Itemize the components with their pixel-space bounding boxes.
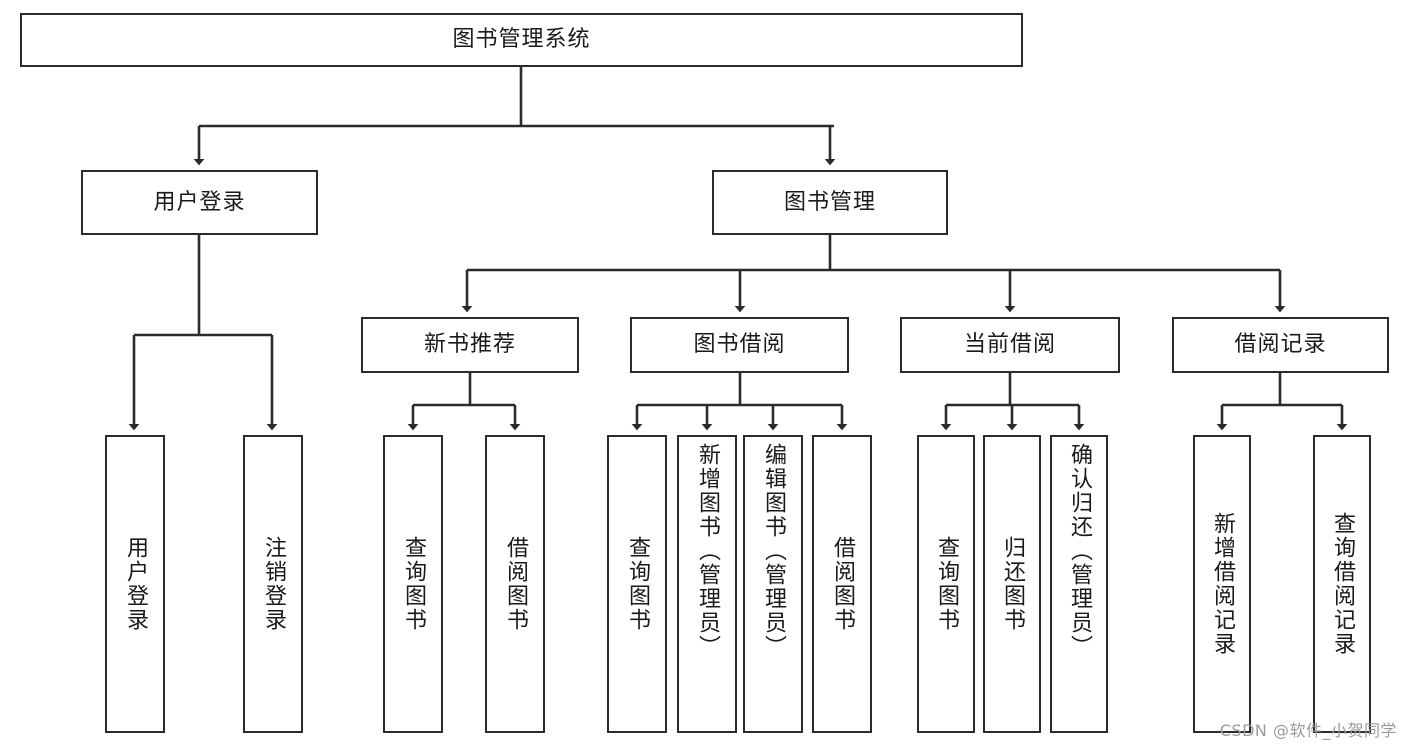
node-leaf-logout-login[interactable]: 注销登录 xyxy=(243,435,303,733)
node-leaf-borrow-book-label: 借阅图书 xyxy=(829,536,855,632)
node-leaf-add-borrow-record-label: 新增借阅记录 xyxy=(1209,512,1235,656)
edge-group-book-borrow xyxy=(631,373,848,431)
node-leaf-query-book-current-label: 查询图书 xyxy=(933,536,959,632)
edge-group-current-borrow xyxy=(940,373,1085,431)
node-book-management-label: 图书管理 xyxy=(783,189,876,215)
node-leaf-logout-login-label: 注销登录 xyxy=(260,536,286,632)
node-leaf-query-book-recommend[interactable]: 查询图书 xyxy=(383,435,443,733)
edge-group-borrow-record xyxy=(1216,373,1348,431)
node-leaf-confirm-return-admin[interactable]: 确认归还（管理员） xyxy=(1050,435,1108,733)
edge-group-root xyxy=(193,67,836,166)
node-leaf-add-borrow-record[interactable]: 新增借阅记录 xyxy=(1193,435,1251,733)
node-current-borrow[interactable]: 当前借阅 xyxy=(900,317,1120,373)
node-leaf-user-login[interactable]: 用户登录 xyxy=(105,435,165,733)
node-leaf-edit-book-admin-label: 编辑图书（管理员） xyxy=(760,443,786,659)
node-user-login[interactable]: 用户登录 xyxy=(81,170,318,235)
node-leaf-user-login-label: 用户登录 xyxy=(122,536,148,632)
node-leaf-query-book-borrow-label: 查询图书 xyxy=(624,536,650,632)
node-new-book-recommend-label: 新书推荐 xyxy=(423,332,516,357)
node-user-login-label: 用户登录 xyxy=(153,189,246,215)
node-leaf-borrow-book-recommend-label: 借阅图书 xyxy=(502,536,528,632)
node-book-management[interactable]: 图书管理 xyxy=(712,170,948,235)
node-leaf-borrow-book-recommend[interactable]: 借阅图书 xyxy=(485,435,545,733)
node-leaf-query-borrow-record[interactable]: 查询借阅记录 xyxy=(1313,435,1371,733)
edge-group-book-management xyxy=(461,235,1286,313)
node-leaf-edit-book-admin[interactable]: 编辑图书（管理员） xyxy=(743,435,803,733)
node-new-book-recommend[interactable]: 新书推荐 xyxy=(361,317,579,373)
node-current-borrow-label: 当前借阅 xyxy=(963,332,1056,357)
node-root-label: 图书管理系统 xyxy=(452,27,591,52)
node-leaf-query-book-recommend-label: 查询图书 xyxy=(400,536,426,632)
node-leaf-query-book-current[interactable]: 查询图书 xyxy=(917,435,975,733)
node-leaf-return-book[interactable]: 归还图书 xyxy=(983,435,1041,733)
node-book-borrow[interactable]: 图书借阅 xyxy=(630,317,849,373)
edge-group-new-book-recommend xyxy=(407,373,521,431)
node-leaf-borrow-book[interactable]: 借阅图书 xyxy=(812,435,872,733)
node-root[interactable]: 图书管理系统 xyxy=(20,13,1023,67)
node-leaf-add-book-admin-label: 新增图书（管理员） xyxy=(694,443,720,659)
node-leaf-query-book-borrow[interactable]: 查询图书 xyxy=(607,435,667,733)
node-borrow-record[interactable]: 借阅记录 xyxy=(1172,317,1389,373)
edge-group-user-login xyxy=(128,235,278,431)
node-leaf-confirm-return-admin-label: 确认归还（管理员） xyxy=(1066,443,1092,659)
node-leaf-query-borrow-record-label: 查询借阅记录 xyxy=(1329,512,1355,656)
node-leaf-return-book-label: 归还图书 xyxy=(999,536,1025,632)
node-leaf-add-book-admin[interactable]: 新增图书（管理员） xyxy=(677,435,737,733)
node-borrow-record-label: 借阅记录 xyxy=(1234,332,1327,357)
node-book-borrow-label: 图书借阅 xyxy=(693,332,786,357)
watermark-text: CSDN @软件_小贺同学 xyxy=(1219,721,1397,740)
